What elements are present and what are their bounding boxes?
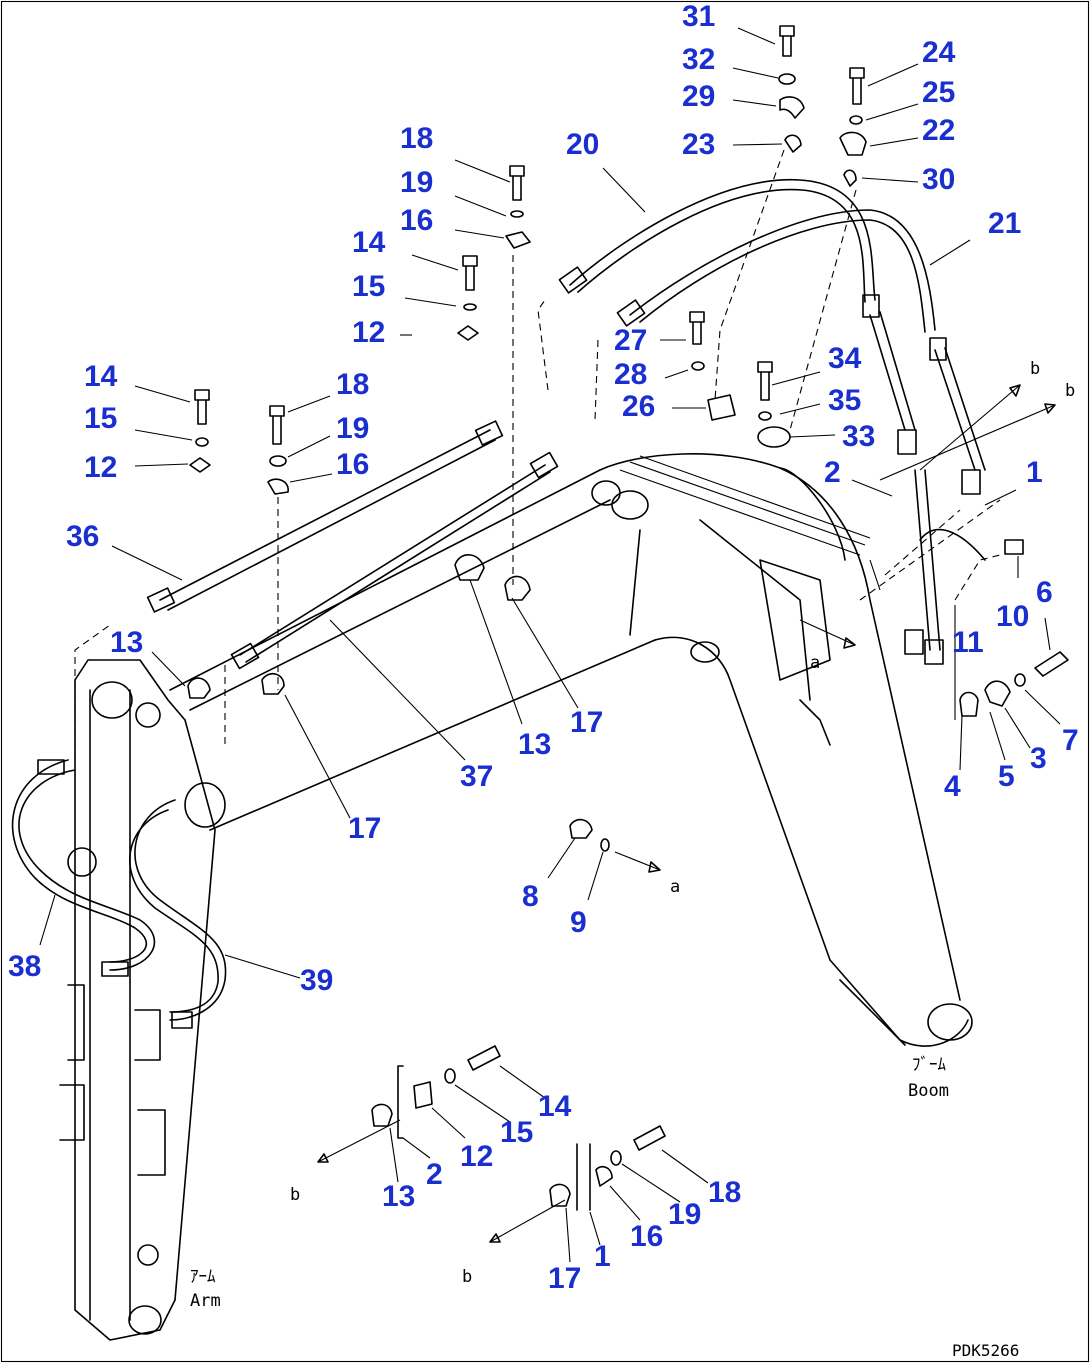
callout-number: 19 (336, 412, 369, 445)
boom-caption-code: ﾌﾞｰﾑ (912, 1055, 946, 1075)
callout-number: 15 (352, 270, 385, 303)
callout-number: 4 (944, 770, 961, 803)
callout-number: 34 (828, 342, 862, 375)
callout-number: 2 (824, 456, 841, 489)
callout-number: 12 (84, 451, 117, 484)
callout-number: 30 (922, 163, 955, 196)
callout-numbers: 31 32 29 23 24 25 22 30 20 21 18 19 16 1… (8, 0, 1079, 1295)
callout-number: 19 (668, 1198, 701, 1231)
callout-number: 27 (614, 324, 647, 357)
callout-number: 18 (708, 1176, 741, 1209)
callout-number: 12 (352, 316, 385, 349)
callout-number: 18 (336, 368, 369, 401)
callout-number: 9 (570, 906, 587, 939)
callout-number: 15 (84, 402, 117, 435)
callout-number: 1 (594, 1240, 611, 1273)
callout-number: 17 (548, 1262, 581, 1295)
callout-number: 26 (622, 390, 655, 423)
callout-number: 14 (538, 1090, 572, 1123)
arm-caption: Arm (190, 1291, 221, 1311)
callout-number: 16 (336, 448, 369, 481)
callout-number: 21 (988, 207, 1021, 240)
callout-number: 18 (400, 122, 433, 155)
callout-number: 5 (998, 760, 1015, 793)
leader-lines (39, 27, 1061, 1263)
hose-lines (11, 179, 986, 1029)
callout-number: 6 (1036, 576, 1053, 609)
callout-number: 14 (84, 360, 118, 393)
callout-number: 8 (522, 880, 539, 913)
drawing-code: PDK5266 (952, 1341, 1019, 1360)
boom-drawing (169, 453, 973, 1047)
view-letter-b-detail: b (290, 1185, 300, 1205)
callout-number: 33 (842, 420, 875, 453)
callout-number: 2 (426, 1158, 443, 1191)
arm-caption-code: ｱｰﾑ (190, 1267, 216, 1287)
callout-number: 17 (348, 812, 381, 845)
callout-number: 38 (8, 950, 41, 983)
callout-number: 37 (460, 760, 493, 793)
callout-number: 13 (518, 728, 551, 761)
callout-number: 11 (952, 626, 984, 659)
callout-number: 3 (1030, 742, 1047, 775)
callout-number: 16 (630, 1220, 663, 1253)
arm-drawing (59, 659, 226, 1341)
boom-caption: Boom (908, 1081, 949, 1101)
callout-number: 15 (500, 1116, 533, 1149)
callout-number: 22 (922, 114, 955, 147)
callout-number: 12 (460, 1140, 493, 1173)
hardware (187, 25, 1069, 1211)
callout-number: 35 (828, 384, 861, 417)
callout-number: 16 (400, 204, 433, 237)
callout-number: 7 (1062, 724, 1079, 757)
view-letter-b-upper: b (1030, 359, 1040, 379)
callout-number: 31 (682, 0, 715, 33)
view-letter-a-boom: a (810, 653, 820, 673)
callout-number: 23 (682, 128, 715, 161)
callout-number: 32 (682, 43, 715, 76)
callout-number: 13 (110, 626, 143, 659)
callout-number: 14 (352, 226, 386, 259)
callout-number: 10 (996, 600, 1029, 633)
callout-number: 1 (1026, 456, 1043, 489)
callout-number: 39 (300, 964, 333, 997)
callout-number: 25 (922, 76, 955, 109)
callout-number: 29 (682, 80, 715, 113)
callout-number: 36 (66, 520, 99, 553)
view-arrows (317, 384, 1056, 1243)
callout-number: 19 (400, 166, 433, 199)
callout-number: 28 (614, 358, 647, 391)
view-letter-b-right: b (1065, 381, 1075, 401)
callout-number: 13 (382, 1180, 415, 1213)
view-letter-b-detail-2: b (462, 1267, 472, 1287)
view-letter-a-detail: a (670, 877, 680, 897)
callout-number: 20 (566, 128, 599, 161)
callout-number: 24 (922, 36, 956, 69)
callout-number: 17 (570, 706, 603, 739)
